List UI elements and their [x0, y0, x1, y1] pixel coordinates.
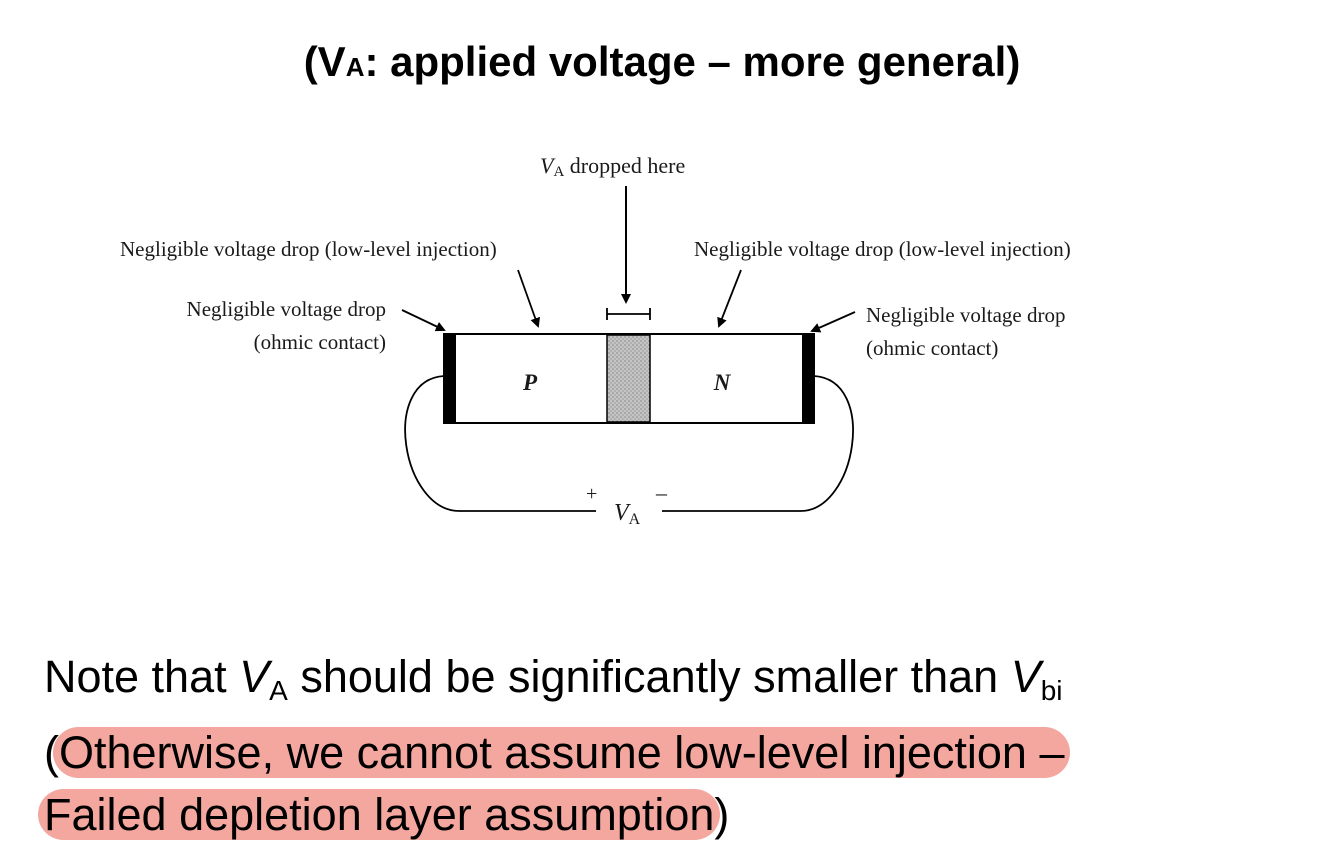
- minus-sign: –: [655, 480, 668, 505]
- right-wire: [662, 375, 854, 512]
- title-subscript: A: [345, 52, 365, 82]
- left-ohmic-label-line2: (ohmic contact): [254, 330, 386, 354]
- n-region-label: N: [713, 370, 732, 395]
- note-line-1: Note that VA should be significantly sma…: [44, 651, 1063, 706]
- left-ohmic-contact: [444, 334, 456, 423]
- left-wire: [404, 375, 596, 512]
- depletion-width-bracket: [606, 308, 651, 320]
- right-ohmic-contact: [802, 334, 814, 423]
- right-injection-label: Negligible voltage drop (low-level injec…: [694, 237, 1071, 261]
- left-ohmic-arrow: [401, 309, 446, 332]
- right-ohmic-arrow: [810, 311, 856, 333]
- applied-voltage-label: VA: [614, 500, 641, 528]
- plus-sign: +: [586, 483, 597, 505]
- slide-title: (VA: applied voltage – more general): [0, 36, 1324, 93]
- right-injection-arrow: [717, 269, 742, 328]
- p-region-label: P: [522, 370, 538, 395]
- note-line-3: Failed depletion layer assumption): [38, 784, 1304, 846]
- pn-junction-diagram: VA dropped here Negligible voltage drop …: [120, 153, 1071, 528]
- right-ohmic-label-line1: Negligible voltage drop: [866, 303, 1065, 327]
- title-open: (V: [303, 38, 346, 85]
- highlight-line-2: Otherwise, we cannot assume low-level in…: [53, 727, 1071, 778]
- title-rest: : applied voltage – more general): [364, 38, 1021, 85]
- left-ohmic-label-line1: Negligible voltage drop: [187, 297, 386, 321]
- note-text: Note that VA should be significantly sma…: [38, 646, 1304, 846]
- highlight-line-3: Failed depletion layer assumption: [38, 789, 721, 840]
- note-line-2: (Otherwise, we cannot assume low-level i…: [44, 722, 1304, 784]
- depletion-region: [606, 334, 651, 423]
- left-injection-label: Negligible voltage drop (low-level injec…: [120, 237, 497, 261]
- left-injection-arrow: [517, 269, 541, 328]
- right-ohmic-label-line2: (ohmic contact): [866, 336, 998, 360]
- va-dropped-label: VA dropped here: [540, 153, 685, 180]
